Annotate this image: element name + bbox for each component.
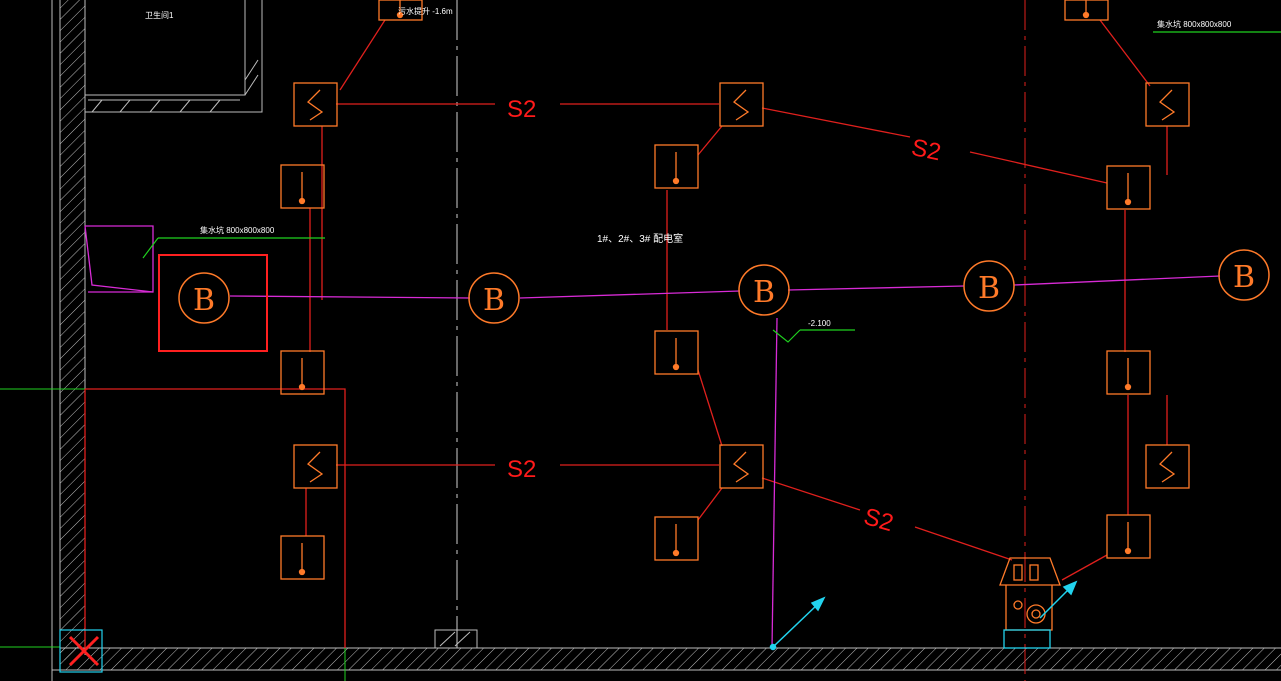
s-valve-box[interactable] bbox=[293, 444, 338, 489]
elevation-value: -2.100 bbox=[808, 319, 831, 328]
door-threshold bbox=[434, 629, 478, 649]
floor-drain-box[interactable] bbox=[654, 516, 699, 561]
sump-annotation-left: 集水坑 800x800x800 bbox=[142, 225, 325, 259]
boiler-letter: B bbox=[193, 283, 215, 318]
floor-drain-box[interactable] bbox=[1106, 350, 1151, 395]
s-valve-box[interactable] bbox=[1145, 82, 1190, 127]
floor-drain-box[interactable] bbox=[1064, 0, 1109, 21]
pipes-red bbox=[84, 19, 1168, 648]
grid-green bbox=[0, 388, 346, 681]
sump-pit-box[interactable] bbox=[158, 254, 268, 352]
boiler-letter: B bbox=[753, 275, 775, 310]
boiler-symbol[interactable]: B bbox=[738, 264, 790, 316]
pipe-code-label: S2 bbox=[909, 134, 943, 167]
pipe-code-label: S2 bbox=[507, 96, 536, 123]
floor-drain-box[interactable] bbox=[280, 535, 325, 580]
boiler-letter: B bbox=[1233, 260, 1255, 295]
sump-annotation-right: 集水坑 800x800x800 bbox=[1153, 19, 1281, 33]
boiler-symbol[interactable]: B bbox=[468, 272, 520, 324]
s-valve-box[interactable] bbox=[1145, 444, 1190, 489]
floor-drain-box[interactable] bbox=[280, 350, 325, 395]
boiler-letter: B bbox=[483, 283, 505, 318]
corner-marker bbox=[59, 629, 103, 673]
floor-drain-box[interactable] bbox=[378, 0, 423, 21]
pipe-magenta bbox=[84, 225, 1221, 649]
pipe-code-label: S2 bbox=[507, 456, 536, 483]
room-top-left: 卫生间1 bbox=[84, 0, 263, 113]
pipe-code-label: S2 bbox=[861, 503, 897, 537]
s-valve-box[interactable] bbox=[719, 444, 764, 489]
boiler-symbol[interactable]: B bbox=[1218, 249, 1270, 301]
s-valve-box[interactable] bbox=[719, 82, 764, 127]
sump-label: 集水坑 800x800x800 bbox=[200, 225, 275, 235]
wall-bottom bbox=[52, 647, 1281, 671]
sump-label: 集水坑 800x800x800 bbox=[1157, 19, 1232, 29]
flow-arrow bbox=[1039, 580, 1078, 619]
floor-drain-box[interactable] bbox=[654, 330, 699, 375]
pump-station-symbol[interactable] bbox=[999, 557, 1061, 649]
floor-drain-box[interactable] bbox=[280, 164, 325, 209]
room-label: 卫生间1 bbox=[145, 10, 174, 20]
floor-drain-box[interactable] bbox=[1106, 165, 1151, 210]
floor-drain-box[interactable] bbox=[654, 144, 699, 189]
wall-left bbox=[51, 0, 86, 681]
elevation-label: 污水提升 -1.6m bbox=[398, 6, 453, 16]
flow-arrow bbox=[769, 596, 826, 651]
s-valve-box[interactable] bbox=[293, 82, 338, 127]
boiler-symbol[interactable]: B bbox=[178, 272, 230, 324]
boiler-letter: B bbox=[978, 271, 1000, 306]
elevation-marker: -2.100 bbox=[772, 319, 855, 343]
floor-drain-box[interactable] bbox=[1106, 514, 1151, 559]
zone-label: 1#、2#、3# 配电室 bbox=[597, 232, 683, 245]
boiler-symbol[interactable]: B bbox=[963, 260, 1015, 312]
